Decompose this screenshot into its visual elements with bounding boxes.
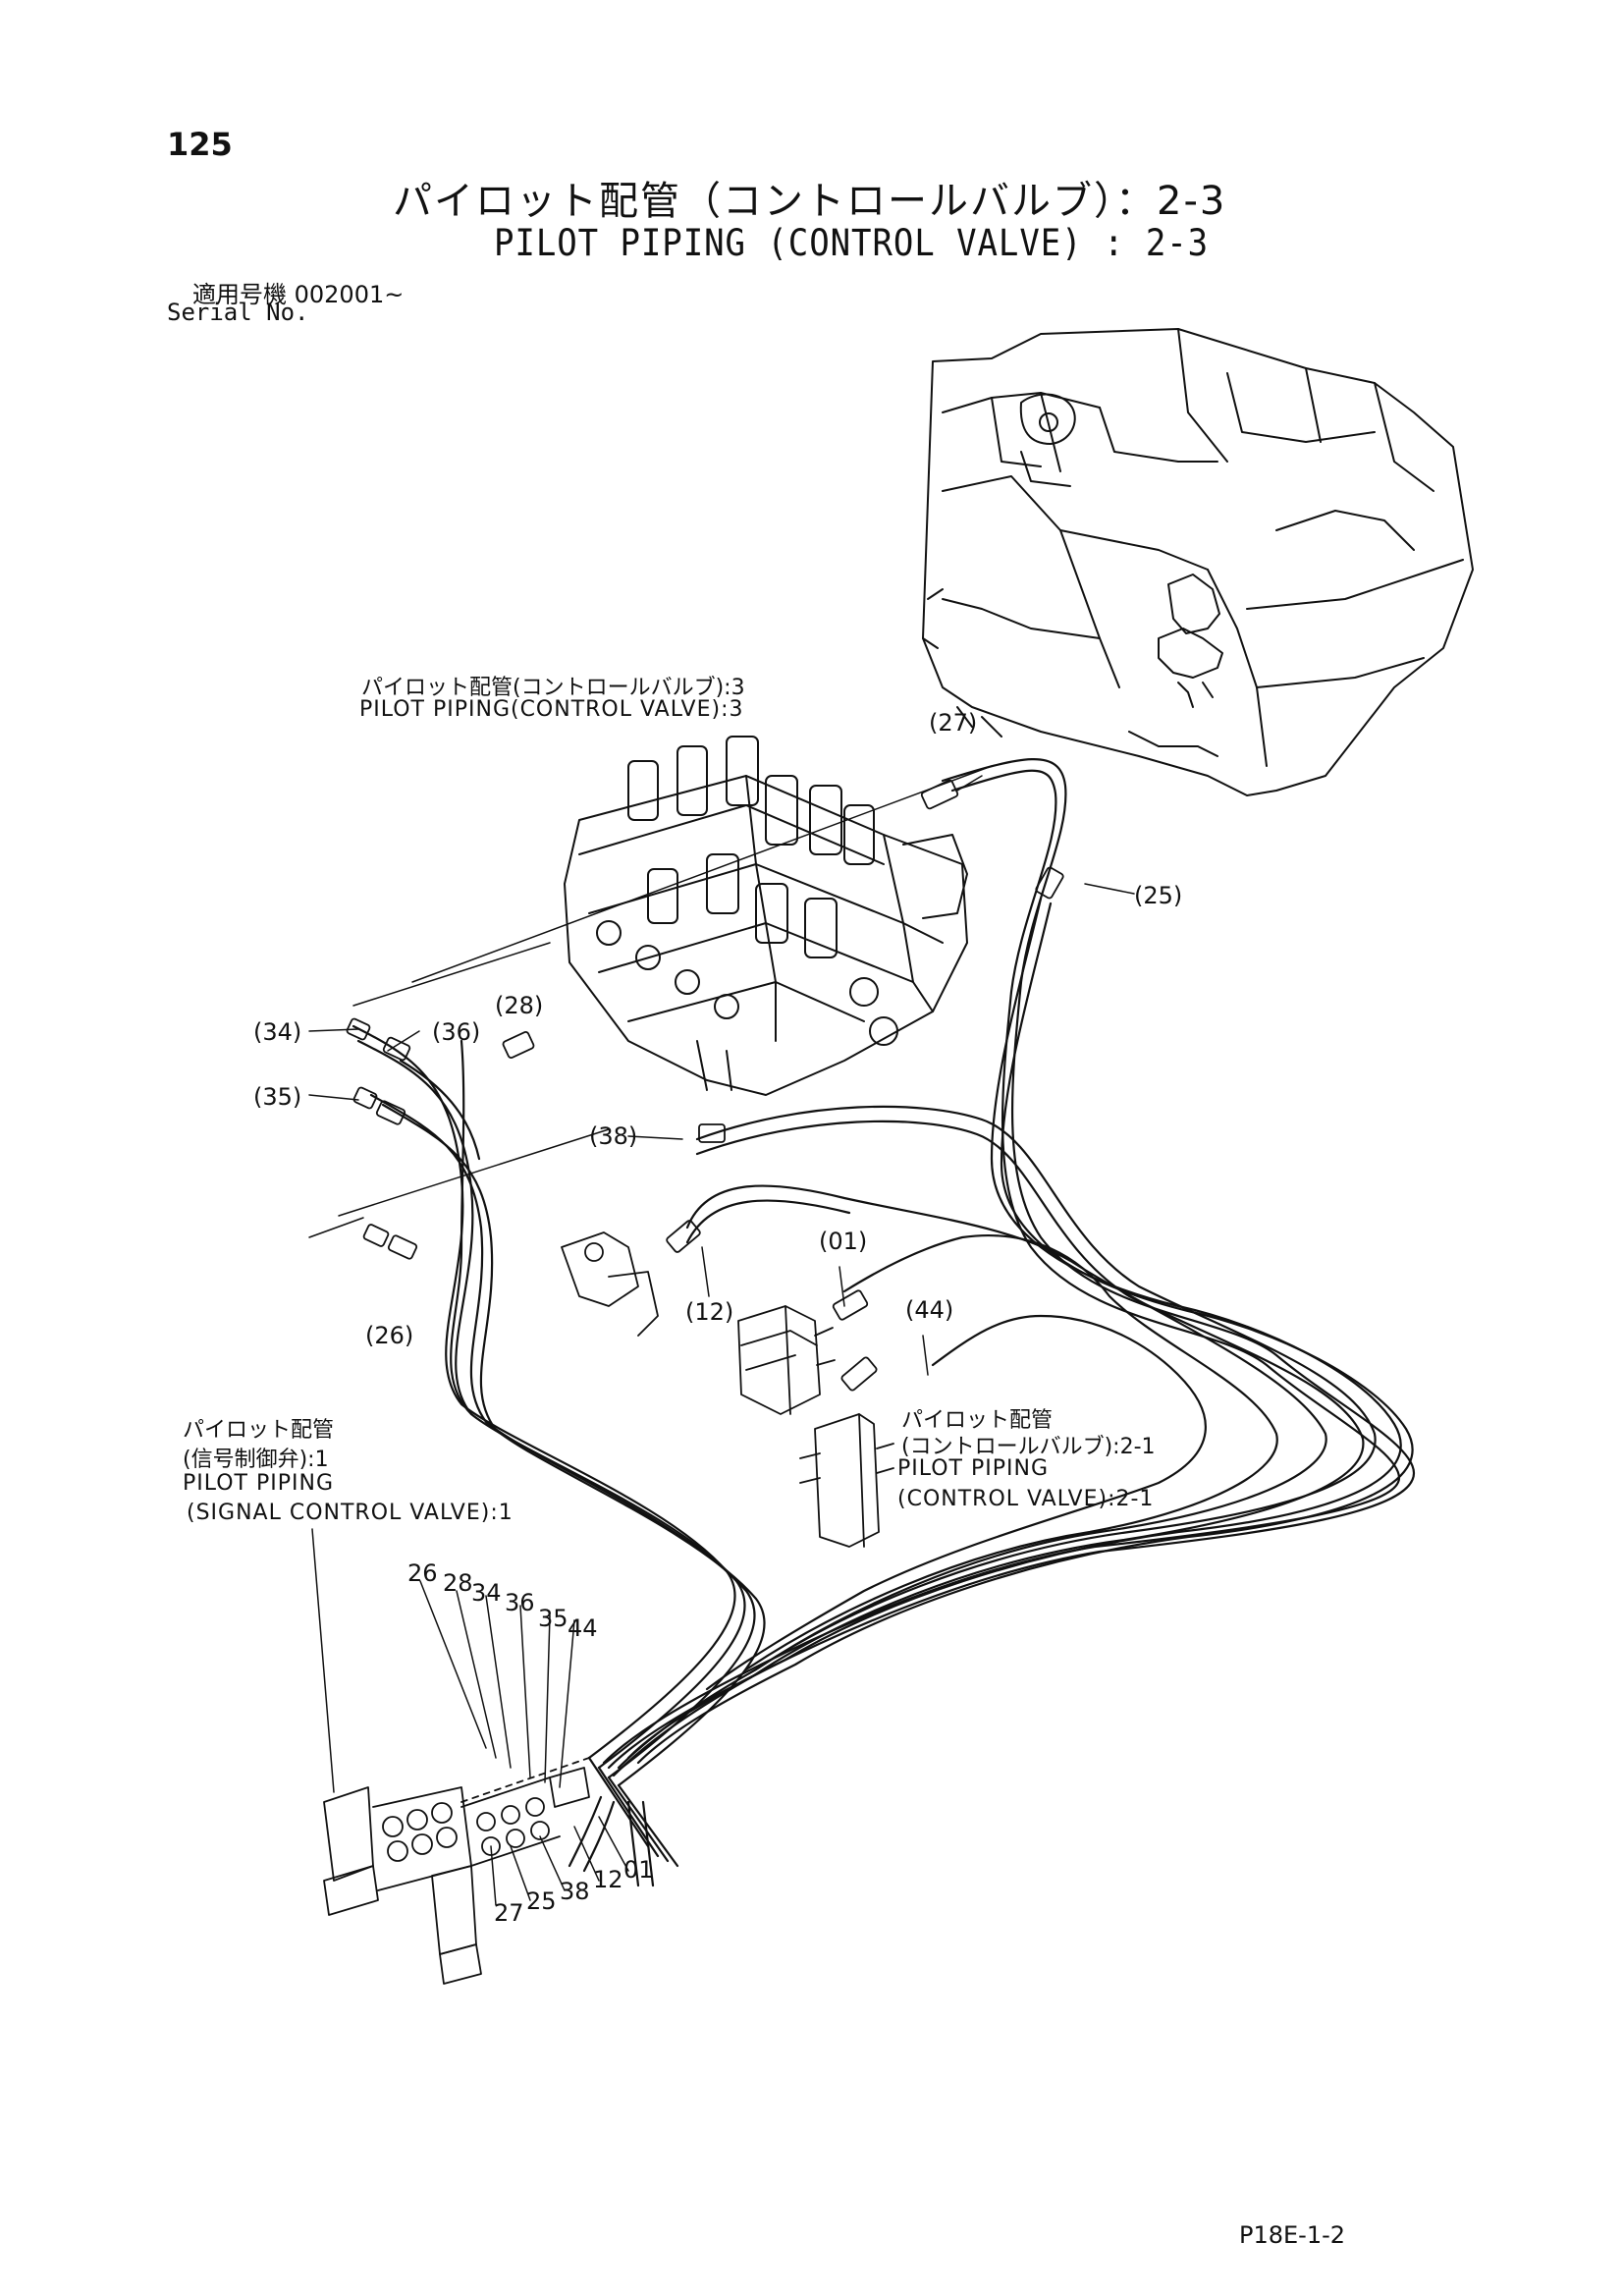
callout-27: (27) <box>929 709 978 737</box>
hose-number: 12 <box>593 1866 623 1893</box>
callout-38: (38) <box>589 1122 638 1150</box>
hose-number: 01 <box>623 1856 654 1884</box>
page-title-english: PILOT PIPING (CONTROL VALVE) : 2-3 <box>494 222 1210 264</box>
hose-number: 26 <box>407 1559 438 1587</box>
callout-26: (26) <box>365 1322 414 1349</box>
reference-label-en-scv1-line2: (SIGNAL CONTROL VALVE):1 <box>187 1501 514 1525</box>
callout-44: (44) <box>905 1296 954 1324</box>
callout-28: (28) <box>495 992 544 1019</box>
hose-number: 44 <box>568 1614 598 1642</box>
leader-lines <box>308 765 1135 1906</box>
reference-label-en-cv21-line1: PILOT PIPING <box>897 1456 1049 1481</box>
hose-number: 35 <box>538 1605 568 1632</box>
callout-25: (25) <box>1134 882 1183 909</box>
hose-number: 34 <box>471 1579 502 1607</box>
reference-label-en-cv3: PILOT PIPING(CONTROL VALVE):3 <box>359 697 744 722</box>
callout-36: (36) <box>432 1018 481 1046</box>
hose-number: 36 <box>505 1589 535 1616</box>
page-number: 125 <box>167 126 233 163</box>
callout-01: (01) <box>819 1228 868 1255</box>
hose-fittings <box>346 779 1064 1392</box>
hose-bundle <box>352 758 1416 1887</box>
reference-label-en-scv1-line1: PILOT PIPING <box>183 1471 334 1496</box>
serial-applicability: 適用号機 002001~ <box>192 281 405 308</box>
page-title-japanese: パイロット配管（コントロールバルブ）：2-3 <box>393 179 1227 224</box>
callout-35: (35) <box>253 1083 302 1111</box>
machine-outline <box>922 328 1474 796</box>
reference-label-en-cv21-line2: (CONTROL VALVE):2-1 <box>897 1487 1155 1511</box>
drawing-code: P18E-1-2 <box>1239 2221 1346 2249</box>
serial-number-label: Serial No. <box>167 299 309 326</box>
signal-control-valve <box>323 1757 590 1985</box>
hose-number: 25 <box>526 1887 557 1915</box>
small-valves <box>561 1231 894 1548</box>
reference-label-ja-cv3: パイロット配管(コントロールバルブ):3 <box>361 676 745 700</box>
hose-number: 28 <box>443 1569 473 1597</box>
reference-label-ja-scv1-line2: (信号制御弁):1 <box>183 1448 329 1472</box>
callout-12: (12) <box>685 1298 734 1326</box>
hose-number: 38 <box>560 1878 590 1905</box>
reference-label-ja-cv21-line1: パイロット配管 <box>901 1408 1054 1433</box>
reference-label-ja-cv21-line2: (コントロールバルブ):2-1 <box>901 1435 1156 1459</box>
callout-34: (34) <box>253 1018 302 1046</box>
hose-number: 27 <box>494 1899 524 1927</box>
reference-label-ja-scv1-line1: パイロット配管 <box>183 1418 335 1443</box>
control-valve-assembly <box>564 736 968 1096</box>
